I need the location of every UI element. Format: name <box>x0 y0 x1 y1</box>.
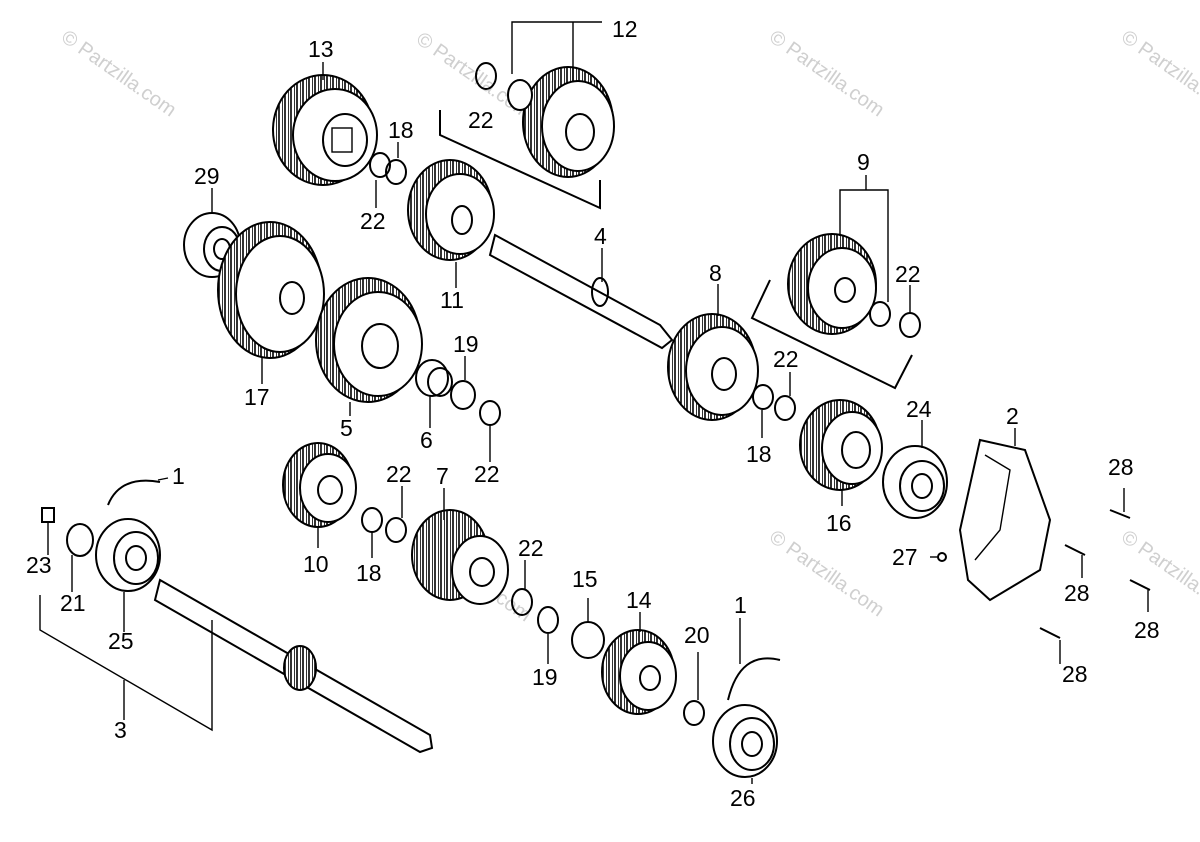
callout-label: 11 <box>440 287 464 313</box>
callout-label: 28 <box>1062 661 1088 687</box>
bearing-24 <box>882 445 948 519</box>
gear-13 <box>272 74 378 186</box>
gear-16 <box>799 399 883 491</box>
washer-20 <box>683 700 705 726</box>
callout-label: 23 <box>26 552 52 578</box>
callout-label: 22 <box>518 535 544 561</box>
callout-label: 20 <box>684 622 710 648</box>
watermark: © Partzilla.com <box>1117 526 1200 621</box>
callout-label: 2 <box>1006 403 1019 429</box>
bearing-6 <box>415 359 501 426</box>
callout-label: 8 <box>709 260 722 286</box>
callouts: 12 13 22 18 29 22 9 4 22 11 8 17 19 22 5… <box>26 16 1160 811</box>
bolt-27 <box>937 552 947 562</box>
gear-17 <box>217 221 325 359</box>
callout-label: 18 <box>388 117 414 143</box>
rings-18-22-top <box>369 152 407 185</box>
callout-label: 28 <box>1134 617 1160 643</box>
callout-label: 19 <box>532 664 558 690</box>
callout-label: 24 <box>906 396 932 422</box>
callout-label: 27 <box>892 544 918 570</box>
callout-label: 16 <box>826 510 852 536</box>
rings-bottom <box>511 588 605 659</box>
callout-label: 1 <box>734 592 747 618</box>
gear-10 <box>282 442 407 543</box>
callout-label: 9 <box>857 149 870 175</box>
callout-label: 21 <box>60 590 86 616</box>
callout-label: 29 <box>194 163 220 189</box>
gear-12 <box>439 62 615 210</box>
gear-11 <box>407 159 495 261</box>
gear-14 <box>601 629 677 715</box>
callout-label: 17 <box>244 384 270 410</box>
callout-label: 3 <box>114 717 127 743</box>
callout-label: 18 <box>356 560 382 586</box>
bolts-28 <box>1039 509 1151 639</box>
callout-label: 15 <box>572 566 598 592</box>
parts <box>39 62 1151 778</box>
watermark: © Partzilla.com <box>1117 26 1200 121</box>
watermark: © Partzilla.com <box>765 526 888 621</box>
clip-1 <box>107 479 781 701</box>
callout-label: 1 <box>172 463 185 489</box>
callout-label: 22 <box>386 461 412 487</box>
gear-7 <box>411 509 509 605</box>
callout-label: 10 <box>303 551 329 577</box>
watermark: © Partzilla.com <box>765 26 888 121</box>
shaft-4 <box>488 233 674 350</box>
callout-label: 19 <box>453 331 479 357</box>
gear-8 <box>667 313 796 421</box>
gear-9 <box>750 233 921 390</box>
callout-label: 12 <box>612 16 638 42</box>
watermark: © Partzilla.com <box>57 26 180 121</box>
gear-5 <box>315 277 423 403</box>
callout-label: 14 <box>626 587 652 613</box>
callout-label: 18 <box>746 441 772 467</box>
callout-label: 22 <box>468 107 494 133</box>
callout-label: 22 <box>474 461 500 487</box>
callout-label: 26 <box>730 785 756 811</box>
callout-label: 6 <box>420 427 433 453</box>
callout-label: 22 <box>895 261 921 287</box>
callout-label: 22 <box>360 208 386 234</box>
callout-label: 28 <box>1108 454 1134 480</box>
leader-lines <box>47 21 1149 784</box>
cover-plate-2 <box>958 438 1052 602</box>
callout-label: 25 <box>108 628 134 654</box>
shaft-3 <box>39 578 434 754</box>
callout-label: 5 <box>340 415 353 441</box>
callout-label: 4 <box>594 223 607 249</box>
bearing-26 <box>712 704 778 778</box>
callout-label: 22 <box>773 346 799 372</box>
callout-label: 13 <box>308 36 334 62</box>
callout-label: 7 <box>436 463 449 489</box>
bearing-25 <box>41 507 161 592</box>
callout-label: 28 <box>1064 580 1090 606</box>
